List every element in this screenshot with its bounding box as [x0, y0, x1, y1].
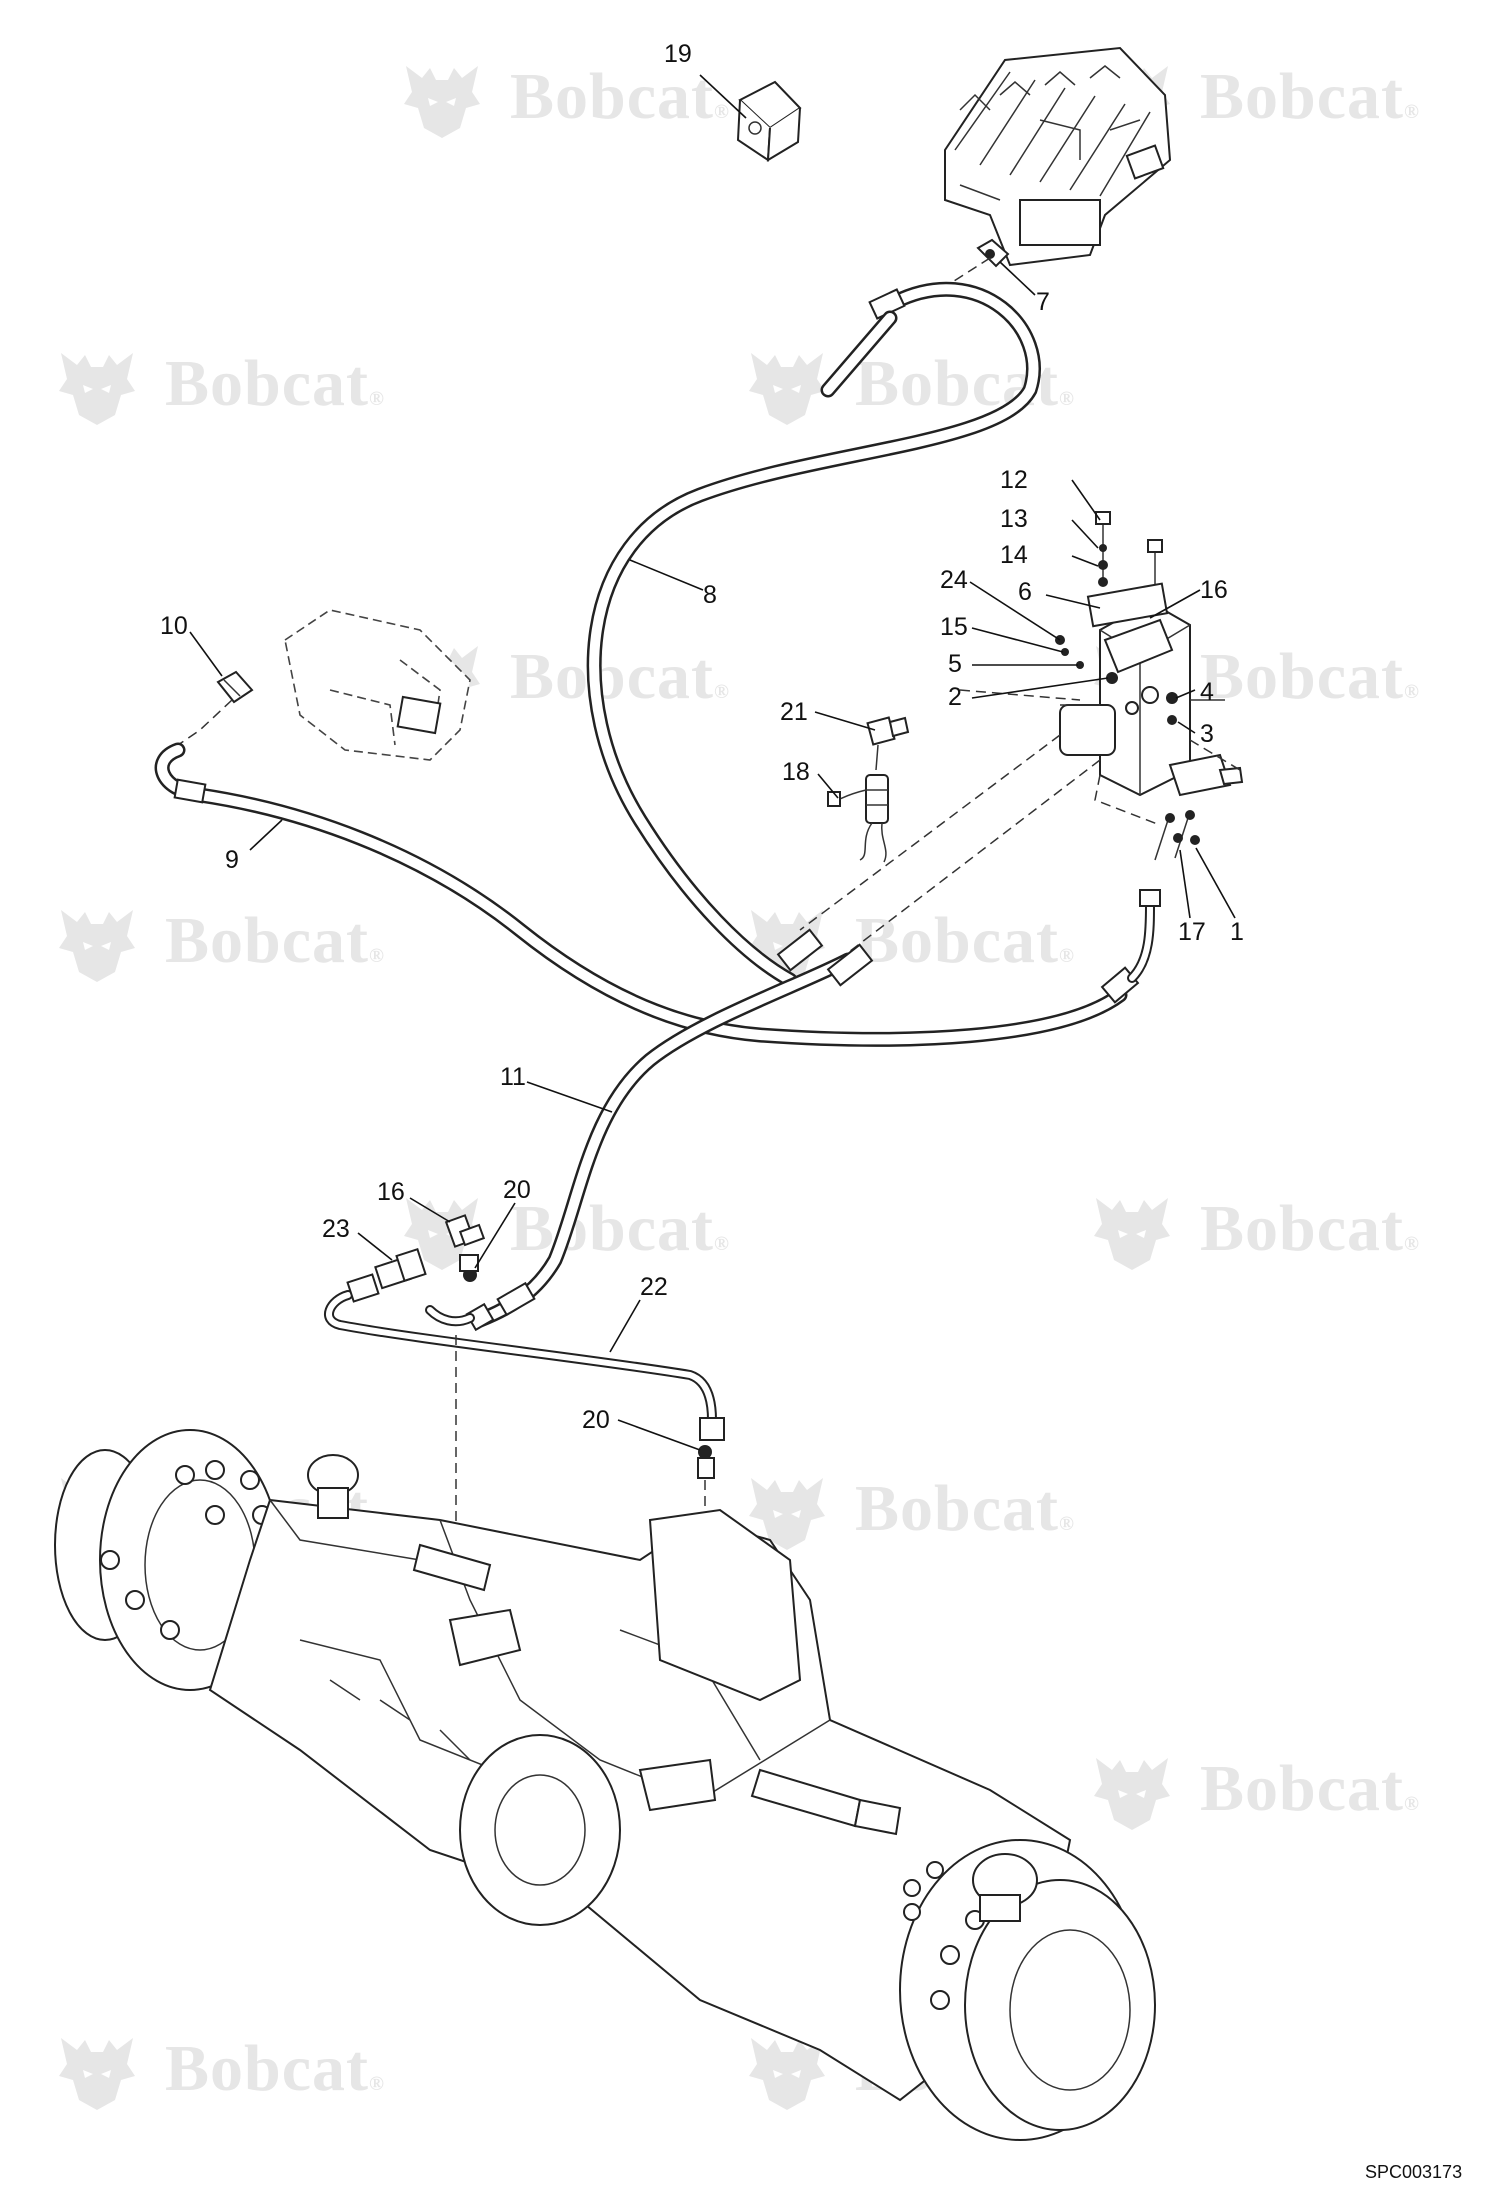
callout-2: 2: [948, 683, 962, 711]
watermark: Bobcat®: [1094, 1752, 1420, 1830]
callout-16-lower: 16: [377, 1178, 405, 1206]
axle-assembly: [54, 1429, 1156, 2141]
svg-text:Bobcat®: Bobcat®: [165, 347, 385, 420]
callout-23: 23: [322, 1215, 350, 1243]
callout-1: 1: [1230, 918, 1244, 946]
watermark: Bobcat®: [749, 904, 1075, 982]
svg-text:Bobcat®: Bobcat®: [1200, 640, 1420, 713]
watermark: Bobcat®: [404, 60, 730, 138]
bobcat-logo-icon: [59, 910, 135, 982]
watermark: Bobcat®: [1094, 1192, 1420, 1270]
svg-text:Bobcat®: Bobcat®: [510, 640, 730, 713]
callout-18: 18: [782, 758, 810, 786]
hose-11: [465, 928, 874, 1332]
routing-lines: [799, 689, 1241, 956]
svg-text:Bobcat®: Bobcat®: [1200, 60, 1420, 133]
callout-7: 7: [1036, 288, 1050, 316]
watermark: Bobcat®: [1094, 640, 1420, 718]
bobcat-logo-icon: [1094, 1198, 1170, 1270]
svg-text:Bobcat®: Bobcat®: [855, 904, 1075, 977]
svg-text:Bobcat®: Bobcat®: [855, 347, 1075, 420]
callout-4: 4: [1200, 678, 1214, 706]
part-7-fitting: [894, 238, 1010, 301]
watermark: Bobcat®: [749, 1472, 1075, 1550]
callout-labels: 19 7 8 12 13 14 6 16 24 15 5 2 4 3 21 18…: [160, 40, 1244, 1434]
bobcat-logo-icon: [1094, 1758, 1170, 1830]
callout-13: 13: [1000, 505, 1028, 533]
bobcat-logo-icon: [749, 353, 825, 425]
watermark: Bobcat®: [59, 904, 385, 982]
part-19-bracket: [736, 80, 802, 162]
svg-text:Bobcat®: Bobcat®: [855, 1472, 1075, 1545]
watermark: Bobcat®: [1094, 60, 1420, 138]
callout-21: 21: [780, 698, 808, 726]
callout-16: 16: [1200, 576, 1228, 604]
callout-17: 17: [1178, 918, 1206, 946]
hose-8: [586, 281, 1041, 988]
callout-12: 12: [1000, 466, 1028, 494]
callout-14: 14: [1000, 541, 1028, 569]
callout-8: 8: [703, 581, 717, 609]
bobcat-logo-icon: [404, 66, 480, 138]
watermark: Bobcat®: [404, 640, 730, 718]
pump-assembly: [284, 609, 471, 761]
bobcat-logo-icon: [59, 353, 135, 425]
part-18-pressure-switch: [827, 774, 889, 863]
svg-text:Bobcat®: Bobcat®: [165, 2032, 385, 2105]
svg-text:Bobcat®: Bobcat®: [1200, 1192, 1420, 1265]
valve-block: [1059, 600, 1244, 797]
callout-5: 5: [948, 650, 962, 678]
callout-9: 9: [225, 846, 239, 874]
diagram-reference-code: SPC003173: [1365, 2162, 1462, 2182]
callout-10: 10: [160, 612, 188, 640]
tube-22: [324, 1290, 725, 1441]
callout-6: 6: [1018, 578, 1032, 606]
callout-24: 24: [940, 566, 968, 594]
callout-11: 11: [500, 1063, 526, 1091]
hose-9: [154, 742, 1161, 1047]
bobcat-logo-icon: [59, 2038, 135, 2110]
callout-22: 22: [640, 1273, 668, 1301]
svg-text:Bobcat®: Bobcat®: [165, 904, 385, 977]
bolt-stack: [1055, 511, 1178, 725]
bolt-pair-17-1: [1154, 810, 1200, 861]
control-valve-assembly: [944, 46, 1172, 267]
watermark: Bobcat®: [59, 347, 385, 425]
part-20-adapter: [459, 1254, 715, 1479]
callout-20: 20: [503, 1176, 531, 1204]
svg-text:Bobcat®: Bobcat®: [510, 1192, 730, 1265]
part-16-elbow-fitting: [444, 1214, 486, 1248]
bobcat-logo-icon: [749, 2038, 825, 2110]
part-21-elbow: [866, 716, 910, 771]
callout-19: 19: [664, 40, 692, 68]
callout-15: 15: [940, 613, 968, 641]
callout-3: 3: [1200, 720, 1214, 748]
svg-text:Bobcat®: Bobcat®: [1200, 1752, 1420, 1825]
callout-20-lower: 20: [582, 1406, 610, 1434]
watermark: Bobcat®: [404, 1192, 730, 1270]
svg-text:Bobcat®: Bobcat®: [510, 60, 730, 133]
callout-leaders: [189, 74, 1236, 1451]
part-23-tee: [346, 1247, 427, 1303]
watermark: Bobcat®: [59, 2032, 385, 2110]
part-10-fitting: [177, 670, 254, 746]
